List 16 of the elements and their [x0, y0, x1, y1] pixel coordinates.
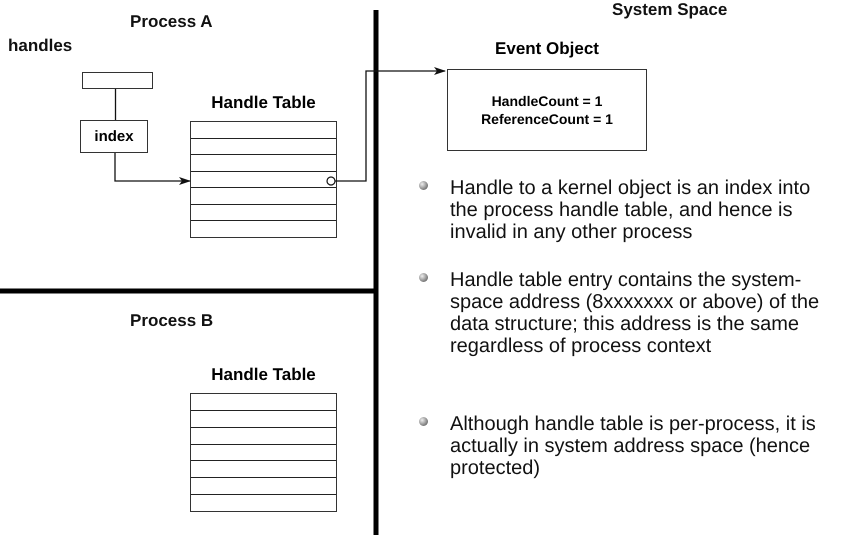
- bullet-text: Handle to a kernel object is an index into the process handle table, and hence is invalid in any other process: [450, 177, 812, 243]
- field-text: HandleCount = 1: [492, 92, 602, 110]
- box-heading: Handle Table: [210, 365, 317, 385]
- connector-arrow: [114, 153, 191, 185]
- region-title: System Space: [612, 0, 728, 20]
- node-caption: handles: [8, 36, 72, 56]
- bullet-text: Although handle table is per-process, it is actually in system address space (hence protected): [450, 413, 817, 479]
- box-heading: Event Object: [494, 39, 600, 59]
- field-text: ReferenceCount = 1: [481, 110, 613, 128]
- index-box: index: [80, 120, 148, 153]
- region-title: Process B: [130, 311, 214, 331]
- region-title: Process A: [130, 12, 213, 32]
- box-heading: Handle Table: [210, 93, 317, 113]
- connector-arrow: [326, 67, 446, 186]
- bullet-text: Handle table entry contains the system-space address (8xxxxxxx or above) of the data structure; this address is the same regardless of process context: [450, 269, 820, 357]
- handle-slot: [82, 72, 153, 89]
